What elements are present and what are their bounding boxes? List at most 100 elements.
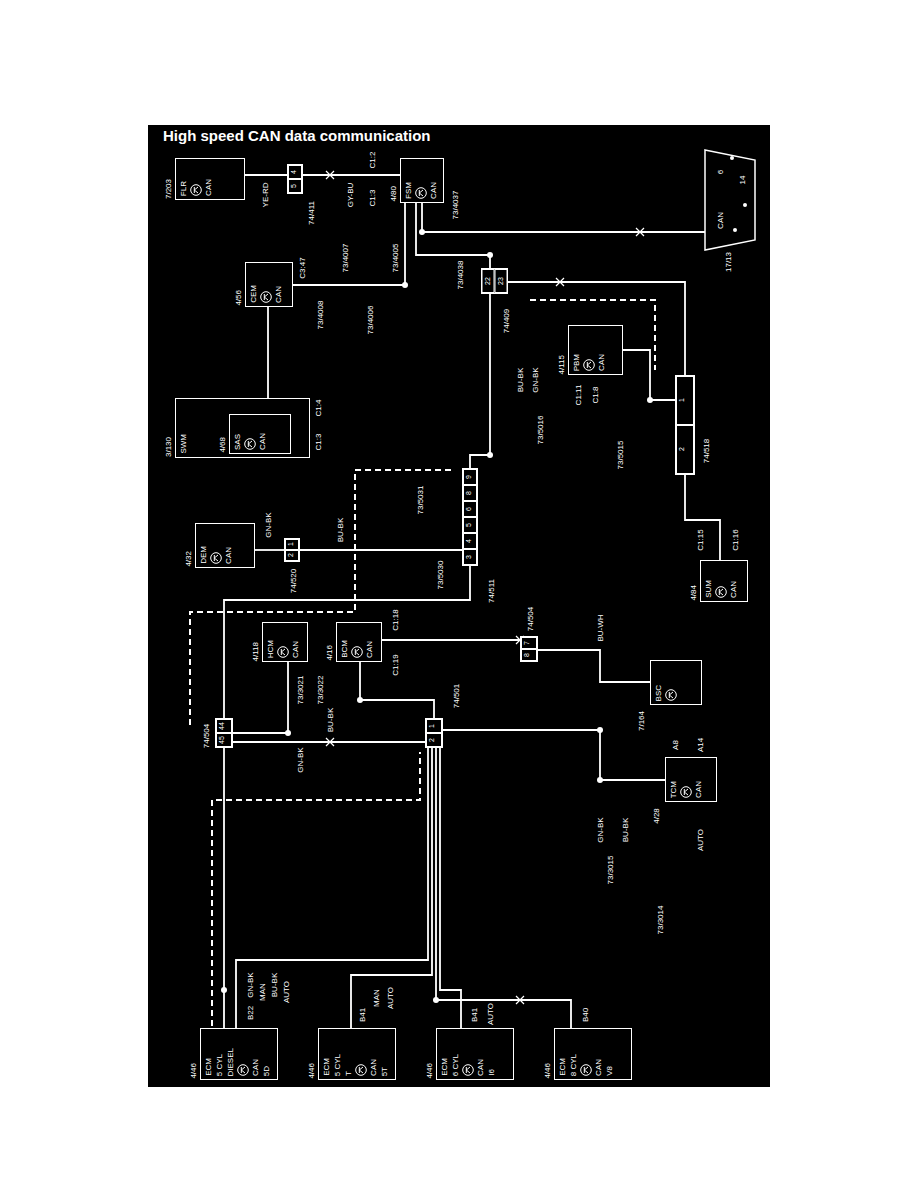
module-name: SAS (233, 434, 242, 450)
pin-number: 22 (482, 269, 495, 293)
dashed-wire (190, 470, 455, 725)
dlc-pin (743, 203, 747, 207)
module-name: HCM (266, 640, 275, 658)
wire-label: AUTO (486, 1002, 495, 1026)
module-box: 7/164BSC (650, 660, 702, 705)
module-name: CEM (249, 285, 258, 303)
module-box: 4/56CEMCAN (245, 262, 293, 307)
module-name: 5T (380, 1067, 389, 1076)
can-wire (233, 741, 425, 743)
wire-label: 73/5016 (536, 415, 545, 446)
can-wire (351, 748, 432, 1028)
wire-label: 73/3021 (296, 675, 305, 706)
module-id: 7/203 (164, 179, 173, 199)
pin-number: 2 (285, 550, 299, 561)
text-stack: SWM (176, 431, 191, 457)
pin-number: 5 (288, 179, 302, 193)
wire-label: 73/4008 (316, 300, 325, 331)
pin-number: 8 (521, 649, 537, 661)
module-box: 4/118HCMCAN (262, 622, 308, 662)
wire-label: B41 (358, 1007, 367, 1023)
can-wire (224, 566, 470, 718)
module-id: 74/504 (526, 607, 535, 631)
text-stack: HCM CAN (263, 637, 303, 661)
wire-label: 73/4005 (391, 243, 400, 274)
pin-row: 12 (285, 539, 299, 561)
module-box: 4/68SASCAN (229, 414, 291, 454)
pin-number: 3 (463, 549, 477, 565)
module-name: TCM (669, 781, 678, 798)
module-id: 17/13 (724, 252, 733, 272)
module-id: 4/32 (184, 551, 193, 567)
can-wire (623, 350, 675, 400)
text-stack: ECM5 CYLDIESELCAN5D (201, 1045, 274, 1079)
pin-number: 44 (216, 719, 232, 733)
module-id: 4/46 (307, 1063, 316, 1079)
wire-label: GN-BK (596, 816, 605, 843)
pin-number: 1 (676, 376, 694, 425)
module-name: CAN (224, 547, 233, 564)
relay-icon (277, 646, 289, 658)
relay-icon (351, 646, 363, 658)
text-stack: DEM CAN (196, 543, 236, 567)
diagnostic-connector: 17/13CAN (705, 150, 755, 250)
module-box: 4/16BCMCAN (336, 622, 382, 662)
relay-icon (190, 184, 202, 196)
dlc-pin (733, 228, 737, 232)
module-name: DEM (199, 546, 208, 564)
pin-number: 4 (463, 533, 477, 549)
can-wire (267, 307, 269, 398)
module-name: ECM (440, 1058, 449, 1076)
module-id: 74/504 (202, 724, 211, 748)
module-name: CAN (476, 1059, 485, 1076)
wire-label: B41 (470, 1007, 479, 1023)
text-stack: FLRCAN (176, 176, 216, 199)
text-stack: FSMCAN (401, 179, 441, 202)
can-wire (436, 748, 571, 1028)
relay-icon (237, 1064, 249, 1076)
connector-block: 74/4092223 (481, 268, 508, 294)
wire-label: 73/4038 (456, 260, 465, 291)
wire-label: C1:15 (696, 528, 705, 551)
wire-label: BU-BK (270, 972, 279, 998)
wire-label: BU-WH (596, 613, 605, 642)
module-name: CAN (365, 641, 374, 658)
module-name: CAN (291, 641, 300, 658)
can-wire (236, 748, 428, 1028)
wire-label: C1:3 (314, 433, 323, 452)
text-stack: PBMCAN (569, 351, 609, 374)
can-wire (245, 174, 287, 176)
dashed-wire (212, 752, 420, 1026)
wire-label: BU-BK (516, 367, 525, 393)
wire-label: 73/5031 (416, 485, 425, 516)
module-name: CAN (429, 182, 438, 199)
text-stack: ECM6 CYLCANI6 (437, 1051, 499, 1079)
module-box: 4/32DEMCAN (195, 523, 255, 568)
module-id: 4/118 (251, 642, 260, 661)
pin-number: 7 (521, 637, 537, 649)
wire-label: C1:8 (591, 386, 600, 405)
pin-number: 2 (676, 425, 694, 474)
module-name: I6 (487, 1069, 496, 1076)
wire-label: 73/3015 (606, 855, 615, 886)
wire-label: 73/3014 (656, 905, 665, 936)
module-name: ECM (558, 1058, 567, 1076)
pin-number: 45 (216, 733, 232, 747)
relay-icon (462, 1064, 474, 1076)
can-wire (300, 549, 462, 551)
dlc-pin (730, 156, 734, 160)
module-id: 3/130 (164, 437, 173, 457)
wire-label: 73/5030 (436, 560, 445, 591)
module-name: CAN (716, 212, 725, 229)
text-stack: CEMCAN (246, 282, 286, 306)
module-id: 4/16 (325, 645, 334, 661)
wire-label: 73/4007 (341, 243, 350, 274)
pin-number: 9 (463, 469, 477, 485)
text-stack: SUMCAN (701, 577, 741, 601)
can-wire (440, 748, 461, 1028)
module-id: 4/115 (557, 355, 566, 374)
module-name: CAN (204, 179, 213, 196)
module-id: 4/46 (425, 1063, 434, 1079)
